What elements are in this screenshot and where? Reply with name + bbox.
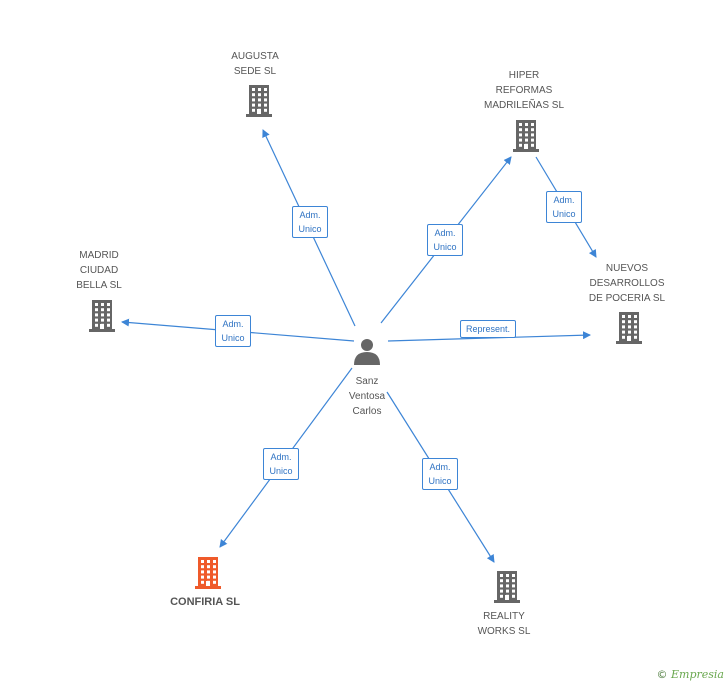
copyright-symbol: © <box>656 668 668 681</box>
edge-label-madrid[interactable]: Adm. Unico <box>215 315 251 347</box>
node-label-nuevos: NUEVOS DESARROLLOS DE POCERIA SL <box>588 263 666 304</box>
brand-name: Empresia <box>671 668 724 681</box>
building-icon-augusta[interactable] <box>246 85 272 117</box>
edge-label-nuevos[interactable]: Represent. <box>459 320 517 338</box>
building-icon-nuevos[interactable] <box>616 312 642 344</box>
edge-center-nuevos <box>387 331 591 342</box>
node-label-hiper: HIPER REFORMAS MADRILEÑAS SL <box>483 70 565 111</box>
empresia-watermark: © Empresia <box>657 668 725 681</box>
person-icon[interactable] <box>354 339 380 365</box>
node-label-madrid: MADRID CIUDAD BELLA SL <box>76 250 122 291</box>
building-icon-confiria[interactable] <box>195 557 221 589</box>
node-label-center: Sanz Ventosa Carlos <box>348 376 386 417</box>
building-icon-madrid[interactable] <box>89 300 115 332</box>
edge-label-nuevos[interactable]: Adm. Unico <box>546 191 582 223</box>
edge-label-augusta[interactable]: Adm. Unico <box>292 206 328 238</box>
edge-label-confiria[interactable]: Adm. Unico <box>263 448 299 480</box>
building-icon-reality[interactable] <box>494 571 520 603</box>
building-icon-hiper[interactable] <box>513 120 539 152</box>
edge-label-hiper[interactable]: Adm. Unico <box>427 224 463 256</box>
node-label-augusta: AUGUSTA SEDE SL <box>231 51 279 77</box>
node-label-confiria: CONFIRIA SL <box>170 596 240 608</box>
edge-label-reality[interactable]: Adm. Unico <box>422 458 458 490</box>
node-label-reality: REALITY WORKS SL <box>477 611 531 637</box>
